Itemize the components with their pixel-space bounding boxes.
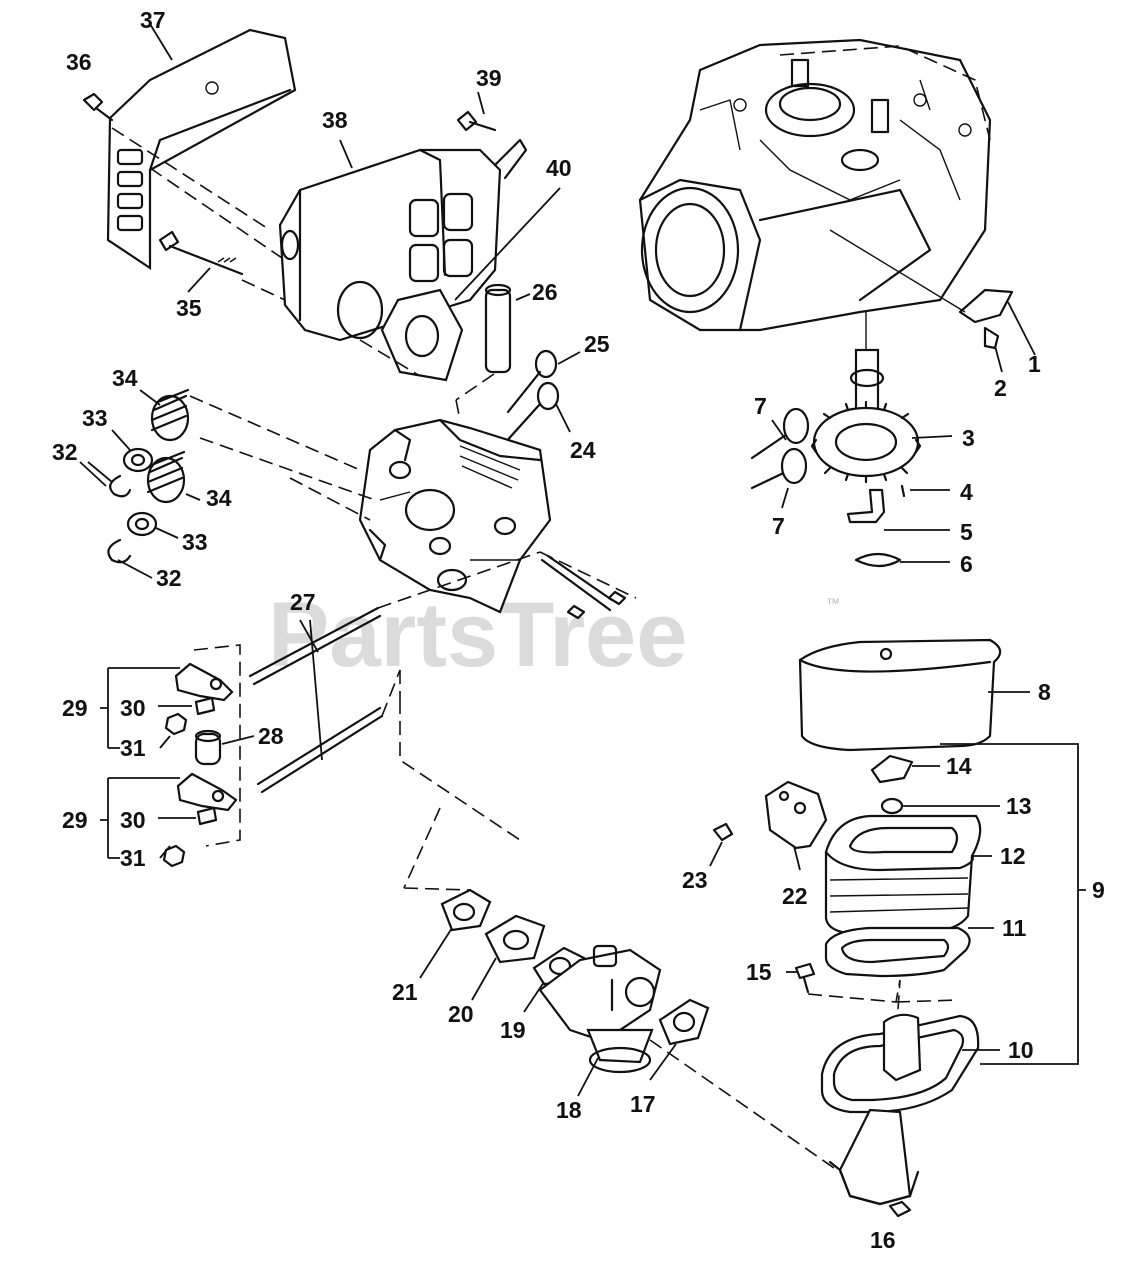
part-16-screw xyxy=(888,1200,912,1218)
callout-8: 8 xyxy=(1038,679,1051,705)
part-12-filter-element xyxy=(824,814,982,936)
part-31-nut-upper xyxy=(164,712,188,736)
part-21-gasket xyxy=(440,888,492,932)
part-4-pin xyxy=(900,484,906,498)
part-39-bolt xyxy=(456,110,497,132)
part-6-ring xyxy=(854,552,902,568)
callout-13: 13 xyxy=(1006,793,1032,819)
callout-23: 23 xyxy=(682,867,708,893)
part-8-cover xyxy=(798,638,1002,752)
callout-labels: 1 2 3 4 5 6 7 7 8 9 10 11 12 13 14 15 16… xyxy=(52,7,1105,1253)
callout-31a: 31 xyxy=(120,735,146,761)
callout-9: 9 xyxy=(1092,877,1105,903)
part-14-latch xyxy=(870,754,914,784)
callout-10: 10 xyxy=(1008,1037,1034,1063)
part-31-nut-lower xyxy=(162,844,186,868)
part-23-screw xyxy=(712,822,734,842)
part-28-guide xyxy=(194,729,222,766)
part-17-gasket xyxy=(658,998,710,1046)
callout-15: 15 xyxy=(746,959,772,985)
callout-40: 40 xyxy=(546,155,572,181)
part-25-valve xyxy=(506,349,558,414)
part-36-screw xyxy=(82,92,114,122)
callout-20: 20 xyxy=(448,1001,474,1027)
part-32-keeper-lower xyxy=(107,538,132,564)
part-35-bolt xyxy=(158,230,244,276)
callout-38: 38 xyxy=(322,107,348,133)
callout-19: 19 xyxy=(500,1017,526,1043)
part-33-retainer-upper xyxy=(122,447,154,473)
part-1-bracket xyxy=(958,288,1014,324)
part-2-screw xyxy=(983,326,1000,350)
callout-29b: 29 xyxy=(62,807,88,833)
callout-39: 39 xyxy=(476,65,502,91)
callout-36: 36 xyxy=(66,49,92,75)
part-26-tube xyxy=(484,283,512,374)
part-34-spring-lower xyxy=(146,450,186,504)
callout-4: 4 xyxy=(960,479,973,505)
callout-5: 5 xyxy=(960,519,973,545)
callout-33b: 33 xyxy=(182,529,208,555)
part-5-key xyxy=(846,488,886,524)
part-20-spacer xyxy=(484,914,546,964)
callout-25: 25 xyxy=(584,331,610,357)
callout-21: 21 xyxy=(392,979,418,1005)
callout-26: 26 xyxy=(532,279,558,305)
part-24-valve xyxy=(502,381,560,446)
callout-22: 22 xyxy=(782,883,808,909)
callout-30b: 30 xyxy=(120,807,146,833)
callout-18: 18 xyxy=(556,1097,582,1123)
callout-29a: 29 xyxy=(62,695,88,721)
callout-12: 12 xyxy=(1000,843,1026,869)
part-13-nut xyxy=(880,797,904,815)
part-30-stud-lower xyxy=(196,806,218,826)
callout-34a: 34 xyxy=(112,365,138,391)
part-11-gasket xyxy=(824,926,971,978)
callout-34b: 34 xyxy=(206,485,232,511)
callout-7a: 7 xyxy=(754,393,767,419)
callout-16: 16 xyxy=(870,1227,896,1253)
part-29-rocker-lower xyxy=(176,772,238,812)
callout-17: 17 xyxy=(630,1091,656,1117)
callout-35: 35 xyxy=(176,295,202,321)
callout-28: 28 xyxy=(258,723,284,749)
part-33-retainer-lower xyxy=(126,511,158,537)
head-bolt-lines xyxy=(540,554,614,612)
callout-6: 6 xyxy=(960,551,973,577)
callout-33a: 33 xyxy=(82,405,108,431)
part-18-carburetor xyxy=(538,944,662,1074)
part-29-rocker-upper xyxy=(174,662,234,702)
callout-1: 1 xyxy=(1028,351,1041,377)
part-3-cam-gear xyxy=(810,312,922,484)
callout-27: 27 xyxy=(290,589,316,615)
watermark-trademark: ™ xyxy=(826,595,840,611)
part-32-keeper-upper xyxy=(109,474,132,498)
part-38-muffler xyxy=(278,138,528,342)
callout-14: 14 xyxy=(946,753,972,779)
callout-32a: 32 xyxy=(52,439,78,465)
callout-3: 3 xyxy=(962,425,975,451)
callout-37: 37 xyxy=(140,7,166,33)
part-37-muffler-guard xyxy=(106,28,297,271)
callout-31b: 31 xyxy=(120,845,146,871)
part-40-gasket xyxy=(380,288,464,382)
callout-7b: 7 xyxy=(772,513,785,539)
callout-2: 2 xyxy=(994,375,1007,401)
part-7-tappets xyxy=(750,407,810,490)
part-22-bracket xyxy=(764,780,828,850)
part-15-stud xyxy=(794,962,816,994)
engine-block xyxy=(638,38,992,332)
callout-30a: 30 xyxy=(120,695,146,721)
head-bolt-heads xyxy=(566,590,627,620)
cylinder-head xyxy=(358,418,552,614)
part-30-stud-upper xyxy=(194,696,216,716)
part-10-base xyxy=(820,1013,980,1206)
callout-11: 11 xyxy=(1002,915,1027,941)
callout-32b: 32 xyxy=(156,565,182,591)
callout-24: 24 xyxy=(570,437,596,463)
part-34-spring-upper xyxy=(150,388,190,442)
